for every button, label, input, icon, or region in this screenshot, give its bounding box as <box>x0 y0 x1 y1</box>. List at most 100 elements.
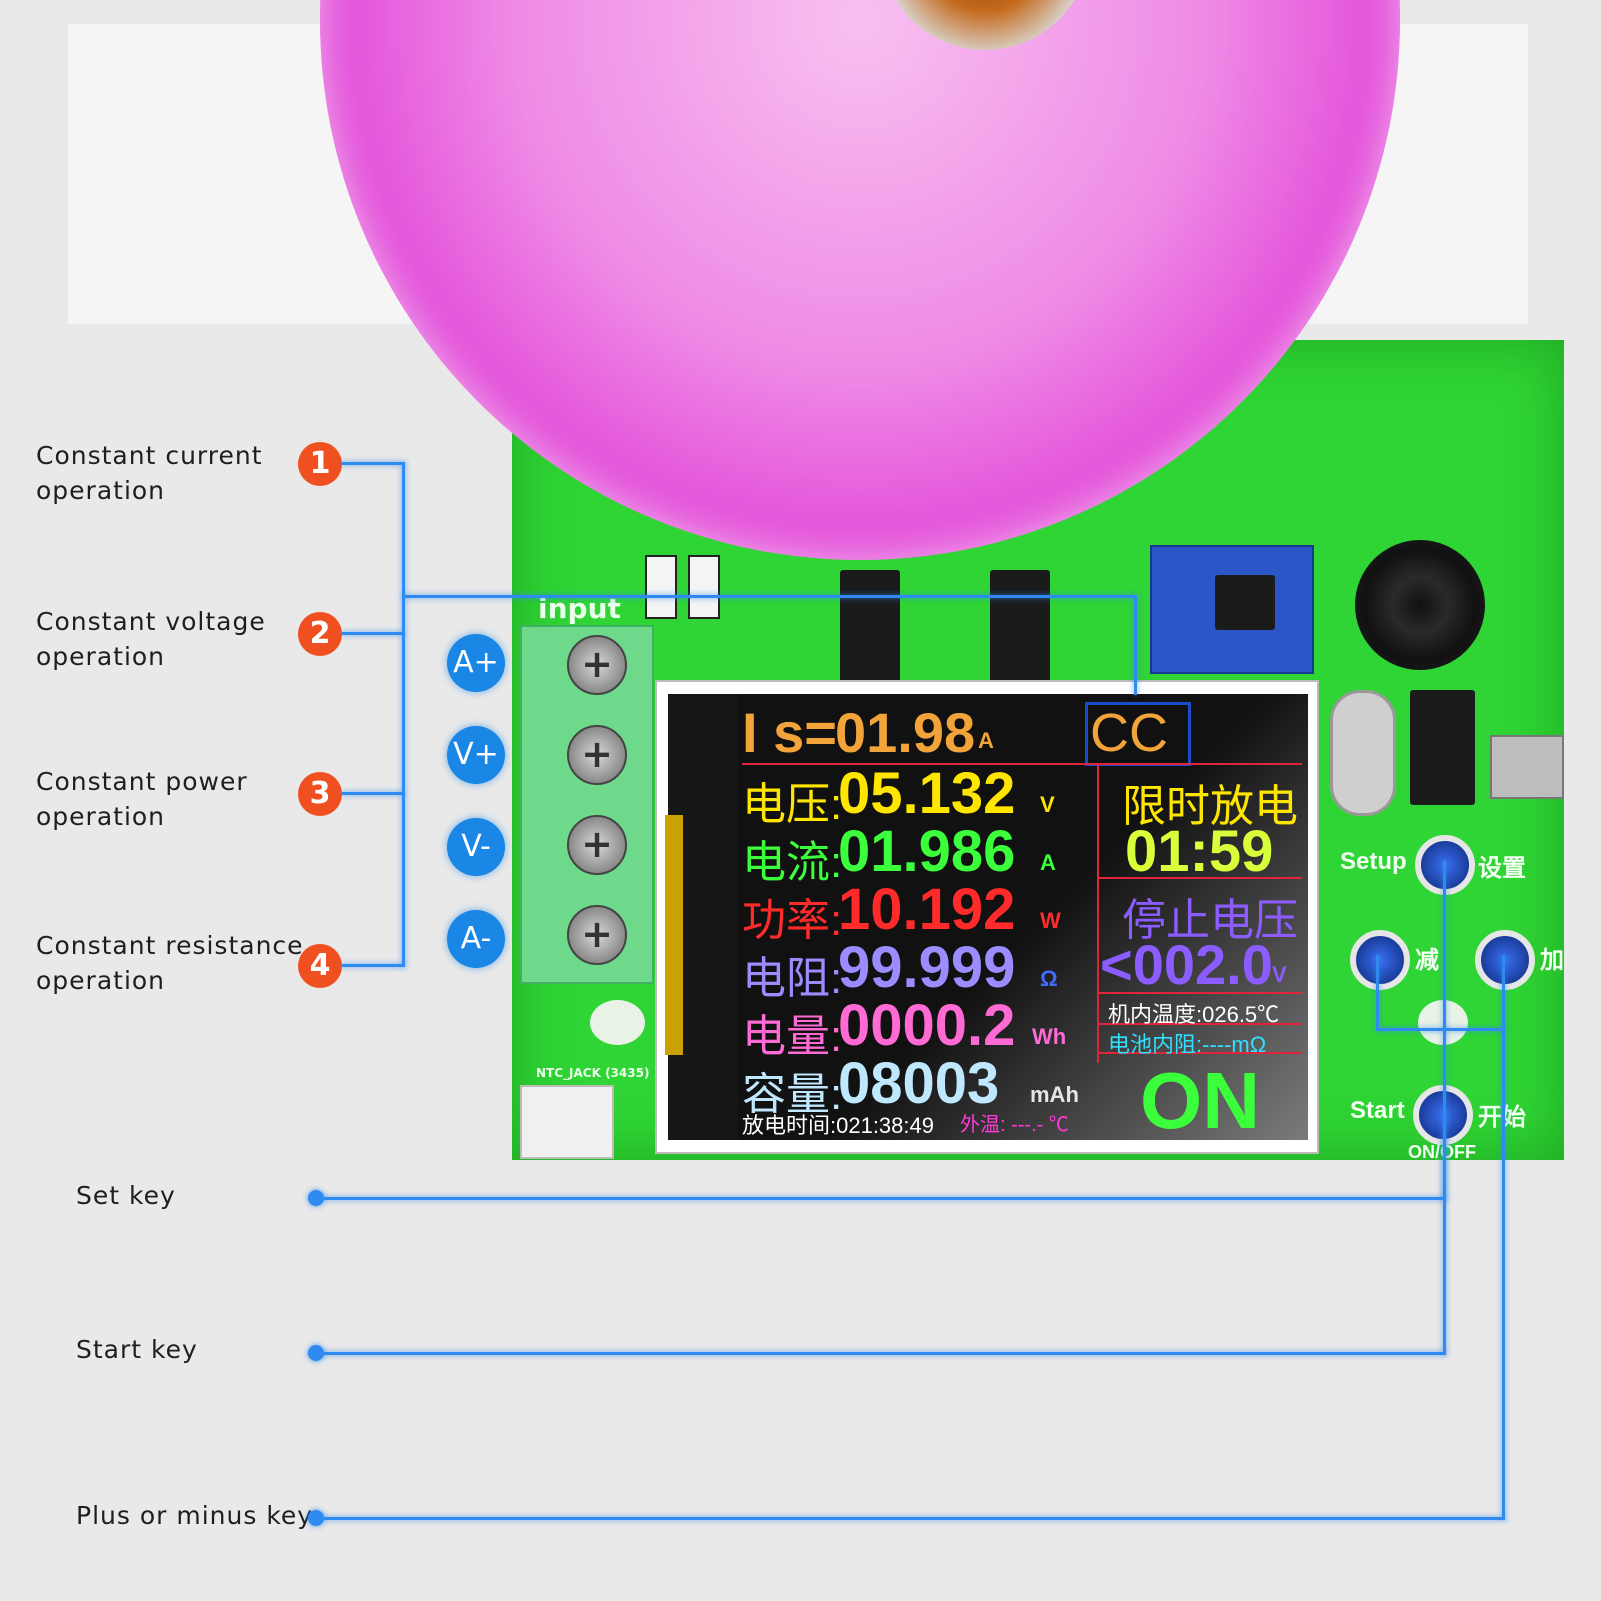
screw-icon <box>567 725 627 785</box>
lcd-state: ON <box>1140 1056 1260 1145</box>
plus-cn-label: 加 <box>1540 947 1564 974</box>
lcd-energy-label: 电量: <box>742 1012 843 1061</box>
set-key-label: Set key <box>76 1181 176 1210</box>
lcd-set-current-unit: A <box>978 728 994 753</box>
lcd-divider <box>1097 763 1099 1063</box>
lcd-internal-temp: 机内温度:026.5℃ <box>1108 1002 1280 1027</box>
callout-label-3-line1: Constant power <box>36 767 248 796</box>
lcd-capacity-value: 08003 <box>838 1051 1000 1116</box>
minus-key-button[interactable] <box>1350 930 1410 990</box>
setup-cn-label: 设置 <box>1478 855 1526 882</box>
callout-line <box>342 792 404 795</box>
crystal-oscillator <box>1330 690 1396 816</box>
callout-label-4-line1: Constant resistance <box>36 931 304 960</box>
screw-icon <box>567 635 627 695</box>
set-key-dot <box>308 1190 324 1206</box>
terminal-v-plus: V+ <box>447 726 505 784</box>
lcd-discharge-time: 放电时间:021:38:49 <box>742 1113 934 1138</box>
callout-label-3: Constant power operation <box>36 764 248 834</box>
start-key-line <box>320 1352 1446 1355</box>
terminal-a-plus: A+ <box>447 634 505 692</box>
lcd-voltage-value: 05.132 <box>838 761 1016 826</box>
lcd-capacity-unit: mAh <box>1030 1082 1079 1107</box>
ntc-label: NTC_JACK (3435) <box>536 1066 650 1080</box>
callout-line <box>342 632 404 635</box>
lcd-external-temp: 外温: ---.- ℃ <box>960 1114 1069 1136</box>
lcd-energy-unit: Wh <box>1032 1024 1067 1049</box>
lcd-set-current-value: 01.98 <box>835 701 976 764</box>
lcd-timed-discharge-label: 限时放电 <box>1122 782 1298 831</box>
lcd-current-label: 电流: <box>742 838 843 887</box>
lcd-stop-voltage-unit: V <box>1272 962 1287 987</box>
callout-badge-1: 1 <box>298 442 342 486</box>
plus-minus-key-line <box>1502 955 1505 1520</box>
lcd-screen <box>668 694 1308 1140</box>
lcd-timed-discharge-value: 01:59 <box>1125 819 1274 884</box>
lcd-flex-strip <box>665 815 683 1055</box>
screw-icon <box>567 815 627 875</box>
resistor <box>688 555 720 619</box>
mounting-hole <box>590 1000 645 1045</box>
lcd-divider <box>1097 877 1302 879</box>
start-label: Start <box>1350 1097 1405 1124</box>
lcd-capacity-label: 容量: <box>742 1070 843 1119</box>
lcd-divider <box>1097 992 1302 994</box>
setup-label: Setup <box>1340 848 1407 875</box>
callout-line <box>342 964 404 967</box>
terminal-v-minus: V- <box>447 818 505 876</box>
plus-minus-key-line <box>1376 955 1379 1030</box>
set-key-line <box>320 1197 1446 1200</box>
lcd-power-unit: W <box>1040 908 1061 933</box>
start-key-dot <box>308 1345 324 1361</box>
ic-chip <box>990 570 1050 690</box>
start-key-line <box>1443 1110 1446 1355</box>
callout-label-2-line2: operation <box>36 642 166 671</box>
lcd-power-label: 功率: <box>742 896 843 945</box>
callout-label-3-line2: operation <box>36 802 166 831</box>
callout-badge-3: 3 <box>298 772 342 816</box>
ic-chip <box>840 570 900 690</box>
ic-chip <box>1410 690 1475 805</box>
lcd-set-current-prefix: I s= <box>742 701 837 764</box>
callout-label-4-line2: operation <box>36 966 166 995</box>
mcu-chip <box>1215 575 1275 630</box>
minus-cn-label: 减 <box>1415 947 1439 974</box>
lcd-resistance-label: 电阻: <box>742 954 843 1003</box>
callout-badge-2: 2 <box>298 612 342 656</box>
callout-label-4: Constant resistance operation <box>36 928 304 998</box>
plus-minus-key-dot <box>308 1510 324 1526</box>
plus-key-button[interactable] <box>1475 930 1535 990</box>
lcd-divider <box>742 763 1302 765</box>
lcd-power-value: 10.192 <box>838 877 1016 942</box>
callout-bracket <box>402 462 405 967</box>
callout-label-1: Constant current operation <box>36 438 263 508</box>
lcd-resistance-value: 99.999 <box>838 935 1016 1000</box>
callout-connector <box>402 595 1137 598</box>
callout-label-2: Constant voltage operation <box>36 604 266 674</box>
buzzer <box>1355 540 1485 670</box>
callout-line <box>342 462 404 465</box>
start-key-label: Start key <box>76 1335 198 1364</box>
resistor <box>645 555 677 619</box>
lcd-stop-voltage-value: <002.0 <box>1100 933 1273 996</box>
callout-label-1-line2: operation <box>36 476 166 505</box>
lcd-current-unit: A <box>1040 850 1056 875</box>
plus-minus-key-line <box>1376 1028 1505 1031</box>
callout-label-1-line1: Constant current <box>36 441 263 470</box>
lcd-resistance-unit: Ω <box>1040 966 1058 991</box>
lcd-energy-value: 0000.2 <box>838 993 1016 1058</box>
plus-minus-key-label: Plus or minus key <box>76 1501 314 1530</box>
lcd-battery-resistance: 电池内阻:----mΩ <box>1108 1032 1267 1057</box>
lcd-voltage-unit: V <box>1040 792 1055 817</box>
usb-port <box>1490 735 1564 799</box>
onoff-label: ON/OFF <box>1408 1142 1476 1162</box>
lcd-divider <box>1097 1052 1302 1054</box>
screw-icon <box>567 905 627 965</box>
lcd-mode: CC <box>1090 703 1168 763</box>
plus-minus-key-line <box>320 1517 1505 1520</box>
lcd-divider <box>1097 1023 1302 1025</box>
callout-label-2-line1: Constant voltage <box>36 607 266 636</box>
callout-connector <box>1134 595 1137 695</box>
callout-badge-4: 4 <box>298 944 342 988</box>
terminal-a-minus: A- <box>447 910 505 968</box>
